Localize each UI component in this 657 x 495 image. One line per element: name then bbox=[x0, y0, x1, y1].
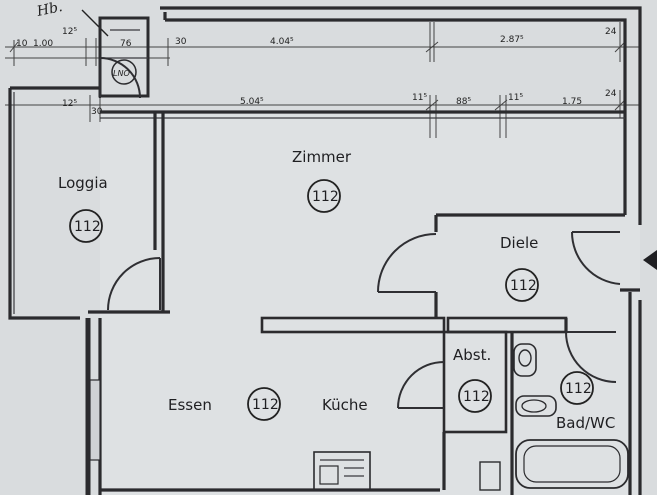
dim-text-1-75: 1.75 bbox=[562, 97, 582, 107]
wall-zimmer-essen bbox=[260, 316, 446, 334]
walls bbox=[8, 6, 642, 495]
room-label-zimmer: Zimmer bbox=[292, 148, 352, 166]
room-label-bad: Bad/WC bbox=[556, 414, 615, 432]
dim-text-12-5b: 12⁵ bbox=[62, 99, 77, 109]
dim-text-10: 10 bbox=[16, 39, 28, 49]
door-loggia bbox=[107, 257, 161, 311]
room-label-abst: Abst. bbox=[453, 346, 491, 364]
room-number-circle bbox=[458, 379, 492, 413]
shaft-circle-icon bbox=[111, 59, 137, 85]
sink-basin-icon bbox=[521, 399, 547, 413]
door-shaft bbox=[99, 57, 141, 99]
dim-text-11-5b: 11⁵ bbox=[508, 93, 523, 103]
stove-burner-icon bbox=[319, 465, 339, 485]
room-number-circle bbox=[247, 387, 281, 421]
toilet-icon bbox=[513, 343, 537, 377]
room-number-circle bbox=[307, 179, 341, 213]
dim-text-30: 30 bbox=[175, 37, 187, 47]
room-number-circle bbox=[69, 209, 103, 243]
dim-text-76: 76 bbox=[120, 39, 132, 49]
kitchen-unit-icon bbox=[479, 461, 501, 491]
dim-text-12-5: 12⁵ bbox=[62, 27, 77, 37]
door-bad bbox=[565, 331, 617, 383]
toilet-bowl-icon bbox=[518, 349, 532, 367]
room-number-circle bbox=[505, 268, 539, 302]
dimension-lines bbox=[5, 22, 640, 138]
bathtub-inner-icon bbox=[523, 445, 621, 483]
shaft-mark: LNO bbox=[113, 69, 130, 78]
leader-line bbox=[81, 9, 109, 37]
entry-arrow-icon bbox=[643, 250, 657, 270]
room-number-circle bbox=[560, 371, 594, 405]
dim-slash bbox=[614, 99, 626, 111]
room-number-zimmer: 112 bbox=[312, 189, 339, 205]
paper-shade bbox=[100, 110, 640, 495]
window-essen bbox=[89, 379, 101, 461]
top-left-mark: Hb. bbox=[35, 0, 64, 20]
stove-icon bbox=[313, 451, 371, 491]
dim-slash bbox=[614, 41, 626, 53]
dimension-texts: 10 1.00 12⁵ 76 30 4.04⁵ 2.87⁵ 24 12⁵ 30 … bbox=[16, 27, 617, 117]
dim-text-4-04: 4.04⁵ bbox=[270, 37, 294, 47]
sink-icon bbox=[515, 395, 557, 417]
room-number-bad: 112 bbox=[565, 381, 592, 397]
room-labels: Zimmer 112 Loggia 112 Diele 112 Essen 11… bbox=[58, 148, 615, 432]
doors bbox=[99, 57, 621, 409]
wall-top-right bbox=[160, 6, 642, 225]
room-label-diele: Diele bbox=[500, 234, 538, 252]
wall-abst bbox=[442, 330, 508, 434]
dim-slash bbox=[425, 41, 439, 53]
bathtub-icon bbox=[515, 439, 629, 489]
room-number-loggia: 112 bbox=[74, 219, 101, 235]
dim-text-5-04: 5.04⁵ bbox=[240, 97, 264, 107]
room-number-diele: 112 bbox=[510, 278, 537, 294]
room-number-abst: 112 bbox=[463, 389, 490, 405]
room-label-essen: Essen bbox=[168, 396, 212, 414]
door-zimmer bbox=[377, 233, 437, 293]
dim-text-1-00: 1.00 bbox=[33, 39, 53, 49]
dim-slash bbox=[425, 99, 439, 111]
wall-top-inner bbox=[165, 18, 627, 215]
room-label-kueche: Küche bbox=[322, 396, 368, 414]
dim-text-88-5: 88⁵ bbox=[456, 97, 471, 107]
door-entry bbox=[570, 231, 621, 285]
dim-slash bbox=[9, 41, 19, 53]
dim-text-30b: 30 bbox=[91, 107, 103, 117]
door-abst bbox=[397, 361, 445, 409]
dim-text-2-87: 2.87⁵ bbox=[500, 35, 524, 45]
room-label-loggia: Loggia bbox=[58, 174, 108, 192]
dim-slash bbox=[494, 99, 508, 111]
room-number-essen: 112 bbox=[252, 397, 279, 413]
fixtures: LNO bbox=[111, 59, 657, 491]
dim-text-24b: 24 bbox=[605, 89, 617, 99]
wall-loggia-outer bbox=[8, 88, 80, 320]
dim-text-11-5: 11⁵ bbox=[412, 93, 427, 103]
dim-text-24: 24 bbox=[605, 27, 617, 37]
